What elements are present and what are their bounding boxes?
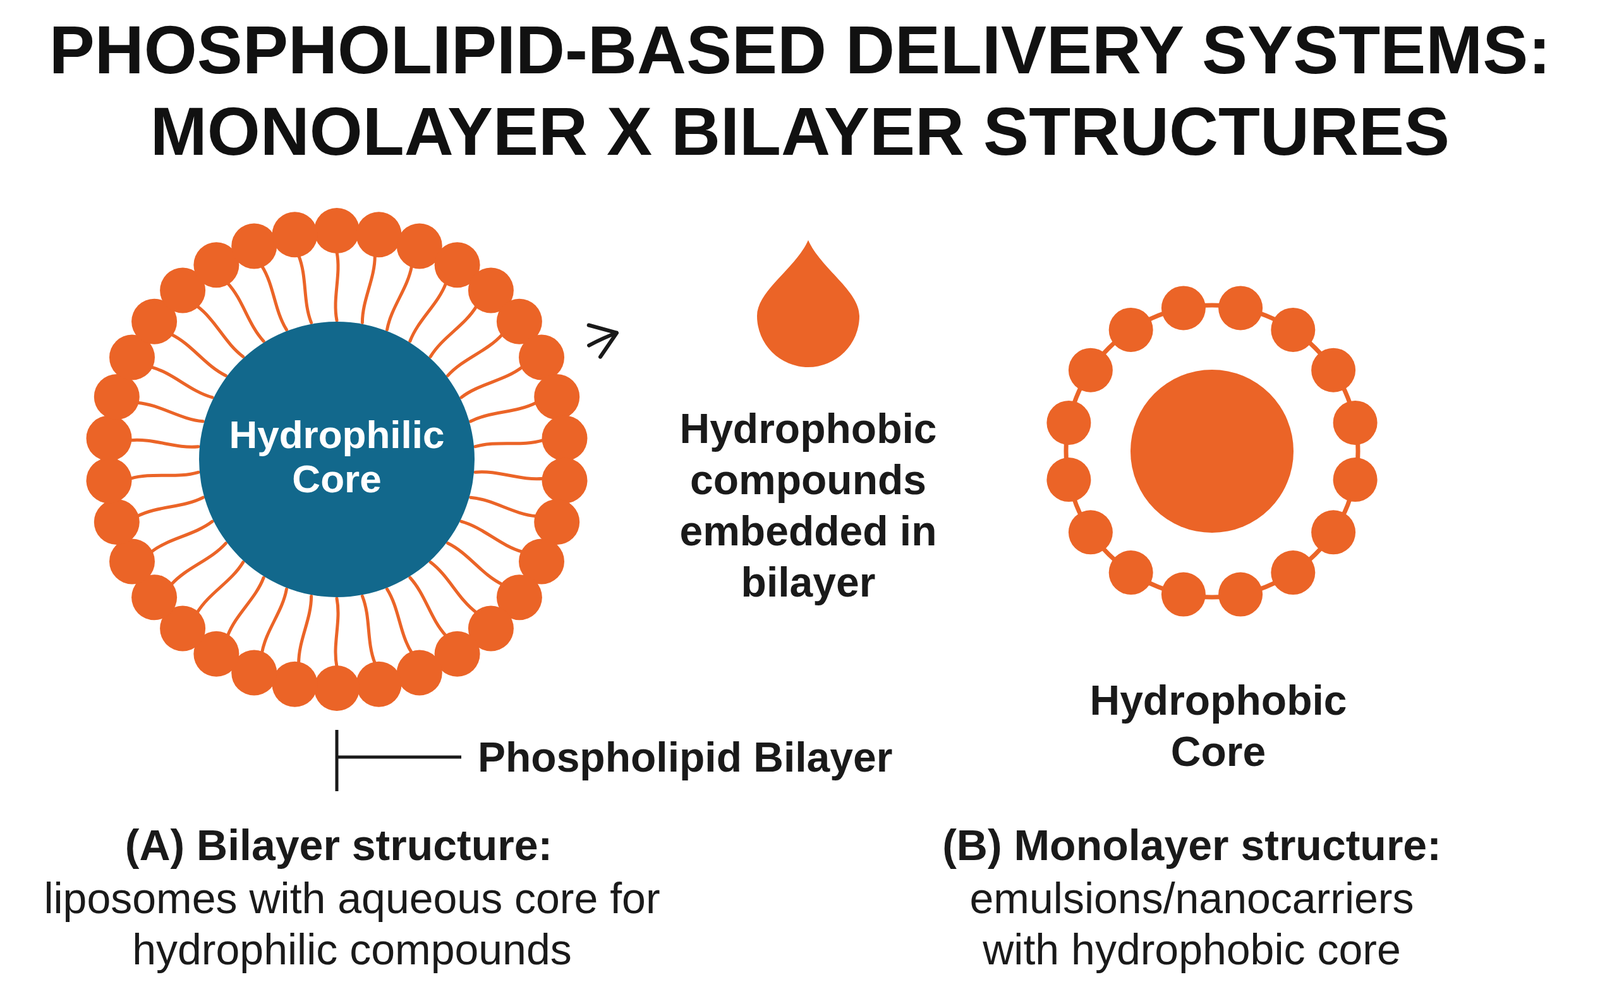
lipid-head (109, 538, 155, 584)
lipid-head (533, 499, 580, 545)
lipid-tail (410, 577, 447, 636)
droplet (757, 240, 860, 368)
caption-heading: (A) Bilayer structure: (0, 819, 678, 871)
lipid-tail (171, 543, 226, 585)
lipid-tail (430, 562, 477, 613)
lipid-head (533, 374, 580, 420)
lipid-tail (171, 334, 226, 376)
lipid-tail (197, 562, 244, 613)
lipid-tail (130, 472, 199, 479)
droplet-shape (659, 240, 957, 368)
lipid-head (542, 457, 588, 504)
lipid-tail (475, 472, 544, 479)
lipid-head (1161, 285, 1206, 330)
lipid-tail (227, 283, 264, 342)
leader-line (336, 755, 462, 759)
lipid-tail (387, 588, 413, 653)
lipid-tail (151, 367, 213, 398)
lipid-head (356, 661, 402, 708)
lipid-head (396, 650, 443, 696)
lipid-head (94, 499, 140, 545)
lipid-tail (461, 367, 523, 398)
lipid-tail (262, 266, 287, 330)
monolayer-ring (1043, 283, 1381, 620)
lipid-head (314, 207, 360, 254)
lipid-tail (262, 588, 287, 653)
lipid-head (1109, 550, 1154, 595)
lipid-head (94, 374, 140, 420)
lipid-head (231, 223, 277, 269)
lipid-tail (197, 306, 244, 358)
lipid-tail (410, 283, 447, 342)
core-label: Hydrophobic Core (1072, 674, 1364, 778)
caption-text: emulsions/nanocarriers with hydrophobic … (932, 872, 1451, 976)
lipid-head (272, 211, 318, 258)
lipid-head (314, 665, 360, 711)
lipid-head (1068, 348, 1113, 393)
lipid-tail (475, 440, 544, 447)
core-circle: Hydrophilic Core (199, 321, 475, 598)
diagram-title: PHOSPHOLIPID-BASED DELIVERY SYSTEMS: MON… (0, 8, 1600, 172)
lipid-head (542, 415, 588, 462)
lipid-head (356, 211, 402, 258)
lipid-tail (227, 577, 264, 636)
core-label: Hydrophilic Core (210, 412, 464, 502)
lipid-head (272, 661, 318, 708)
hydrophobic-core (1130, 369, 1294, 533)
lipid-tail (470, 497, 537, 517)
droplet-label: Hydrophobic compounds embedded in bilaye… (659, 403, 957, 608)
lipid-tail (448, 543, 503, 585)
lipid-head (86, 457, 133, 504)
lipid-head (1109, 307, 1154, 352)
lipid-tail (335, 252, 339, 321)
lipid-tail (298, 595, 312, 663)
lipid-tail (362, 255, 375, 323)
caption-text: liposomes with aqueous core for hydrophi… (20, 872, 684, 976)
caption-heading: (B) Monolayer structure: (812, 819, 1571, 871)
monolayer-line (1066, 305, 1358, 598)
callout-label: Phospholipid Bilayer (477, 731, 893, 783)
lipid-head (1270, 307, 1316, 352)
lipid-tail (470, 402, 537, 422)
lipid-head (1218, 572, 1263, 617)
lipid-head (1311, 509, 1356, 555)
lipid-tail (448, 334, 503, 376)
lipid-tail (362, 595, 375, 663)
monolayer-particle: Hydrophobic Core (1043, 283, 1381, 620)
lipid-head (1046, 457, 1091, 502)
lipid-head (1311, 348, 1356, 393)
lipid-tail (151, 521, 213, 552)
droplet: Hydrophobic compounds embedded in bilaye… (659, 240, 957, 368)
liposome: Phospholipid BilayerHydrophilic Core (85, 207, 589, 711)
lipid-tail (430, 306, 477, 358)
lipid-head (1161, 572, 1206, 617)
lipid-head (1270, 550, 1316, 595)
lipid-tail (137, 497, 204, 517)
lipid-head (1218, 285, 1263, 330)
lipid-tail (335, 598, 339, 667)
connector-arrow (588, 325, 617, 358)
lipid-head (518, 334, 565, 381)
lipid-tail (130, 439, 199, 447)
lipid-head (1068, 509, 1113, 555)
leader-tick (335, 729, 339, 792)
lipid-tail (387, 266, 413, 330)
lipid-head (1333, 400, 1378, 445)
lipid-head (86, 415, 133, 462)
lipid-head (1333, 457, 1378, 502)
lipid-tail (137, 402, 204, 422)
lipid-tail (298, 255, 312, 323)
lipid-head (1046, 400, 1091, 445)
lipid-tail (461, 521, 523, 552)
